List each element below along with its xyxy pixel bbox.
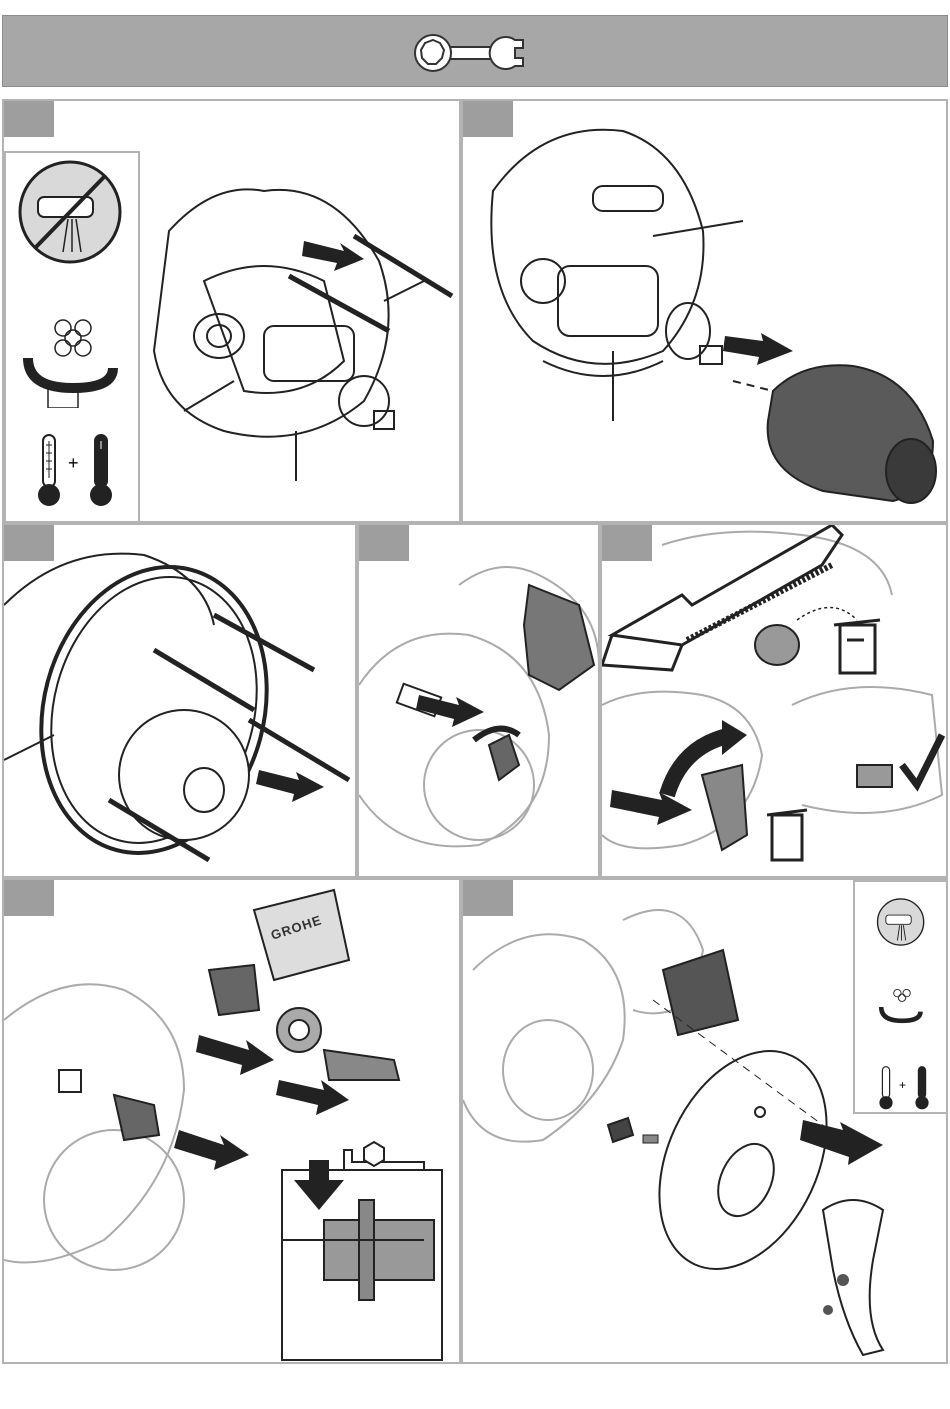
step-panel-2 — [461, 99, 948, 523]
turn-valve-icon — [872, 982, 932, 1032]
thermometer-cold-icon — [34, 433, 64, 508]
plus-sign: + — [899, 1078, 906, 1092]
cut-and-dispose-illustration — [602, 525, 948, 878]
header-bar — [2, 15, 948, 87]
step-1-sidebar: + — [4, 151, 140, 523]
no-water-icon — [8, 157, 138, 267]
valve-body-cap-illustration — [463, 101, 948, 523]
hex-key-icon — [344, 1142, 424, 1170]
turn-valve-icon — [8, 308, 138, 408]
grease-and-install-illustration — [4, 880, 461, 1364]
thermometer-hot-icon — [913, 1064, 931, 1112]
thermometer-hot-icon — [86, 433, 116, 508]
step-panel-5 — [600, 523, 948, 878]
thermometer-cold-icon — [877, 1064, 895, 1112]
trash-bin-icon — [834, 620, 880, 673]
mounting-plate-screws-illustration — [4, 525, 357, 878]
plus-sign: + — [68, 453, 79, 474]
remove-clip-illustration — [359, 525, 600, 878]
step-panel-7: + — [461, 878, 948, 1364]
no-water-icon — [872, 892, 932, 952]
step-panel-4 — [357, 523, 600, 878]
wrench-icon — [411, 32, 541, 74]
hacksaw-icon — [602, 525, 842, 670]
step-7-sidebar: + — [853, 880, 948, 1114]
step-panel-3 — [2, 523, 357, 878]
grease-packet-icon — [254, 890, 349, 980]
step-panel-1: + — [2, 99, 461, 523]
checkmark-icon — [902, 735, 942, 785]
step-panel-6: GROHE — [2, 878, 461, 1364]
